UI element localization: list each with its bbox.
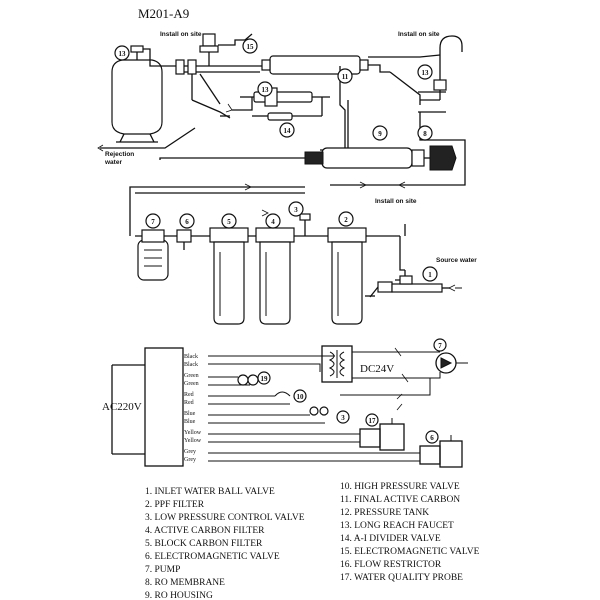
callout-7-wiring: 7	[438, 342, 442, 350]
ppf-filter-housing	[327, 227, 367, 325]
callout-2: 2	[344, 216, 348, 224]
callout-4: 4	[271, 218, 275, 226]
wire-grey-1: Grey	[184, 449, 196, 455]
legend-item-9: 9. RO HOUSING	[145, 591, 213, 600]
callout-5: 5	[227, 218, 231, 226]
legend-item-1: 1. INLET WATER BALL VALVE	[145, 487, 275, 497]
legend-item-14: 14. A-I DIVIDER VALVE	[340, 534, 441, 544]
divider-valve-assembly	[220, 87, 330, 121]
pump	[137, 229, 169, 281]
wire-blue-2: Blue	[184, 419, 196, 425]
dc-voltage-label: DC24V	[360, 363, 394, 375]
callout-6: 6	[185, 218, 189, 226]
legend-item-2: 2. PPF FILTER	[145, 500, 205, 510]
callout-13-divider: 13	[262, 86, 270, 94]
legend-item-17: 17. WATER QUALITY PROBE	[340, 573, 463, 583]
wire-grey-2: Grey	[184, 457, 196, 463]
note-install-on-site-top: Install on site	[160, 31, 202, 38]
callout-18: 17	[369, 417, 377, 425]
note-install-on-site-mid: Install on site	[375, 198, 417, 205]
callout-8: 8	[423, 130, 427, 138]
wire-yellow-1: Yellow	[184, 430, 202, 436]
inlet-water-ball-valve	[365, 270, 450, 298]
note-rejection-water: Rejection water	[104, 151, 136, 166]
filter-row	[135, 209, 462, 325]
parts-legend: 1. INLET WATER BALL VALVE 2. PPF FILTER …	[145, 482, 480, 600]
callout-14: 14	[284, 127, 292, 135]
legend-item-6: 6. ELECTROMAGNETIC VALVE	[145, 552, 280, 562]
wire-green-2: Green	[184, 381, 199, 387]
callout-6-wiring: 6	[430, 434, 434, 442]
long-reach-faucet	[418, 35, 463, 113]
legend-item-16: 16. FLOW RESTRICTOR	[340, 560, 442, 570]
wire-black-2: Black	[184, 362, 198, 368]
legend-item-13: 13. LONG REACH FAUCET	[340, 521, 454, 531]
callout-13: 13	[422, 69, 430, 77]
note-source-water: Source water	[436, 257, 477, 264]
callout-14-tank: 13	[119, 50, 127, 58]
wire-red-2: Red	[184, 400, 194, 406]
legend-item-12: 12. PRESSURE TANK	[340, 508, 429, 518]
note-install-on-site-faucet: Install on site	[398, 31, 440, 38]
diagram-title: M201-A9	[138, 6, 189, 21]
rejection-line-2: water	[104, 159, 122, 166]
block-carbon-filter-housing	[209, 227, 249, 325]
callout-1: 1	[428, 271, 432, 279]
legend-item-8: 8. RO MEMBRANE	[145, 578, 225, 588]
low-pressure-control-valve	[299, 213, 311, 236]
wire-yellow-2: Yellow	[184, 438, 202, 444]
final-active-carbon-filter	[261, 55, 369, 75]
pressure-tank	[111, 45, 163, 143]
wire-black-1: Black	[184, 354, 198, 360]
legend-item-15: 15. ELECTROMAGNETIC VALVE	[340, 547, 480, 557]
legend-item-11: 11. FINAL ACTIVE CARBON	[340, 495, 460, 505]
ro-housing	[304, 145, 457, 171]
legend-item-4: 4. ACTIVE CARBON FILTER	[145, 526, 265, 536]
legend-item-3: 3. LOW PRESSURE CONTROL VALVE	[145, 513, 305, 523]
callout-3: 3	[294, 206, 298, 214]
ac-power-label: AC220V	[102, 401, 142, 413]
callout-11: 11	[342, 73, 349, 81]
active-carbon-filter-housing	[255, 227, 295, 325]
callout-10: 10	[297, 393, 305, 401]
wire-blue-1: Blue	[184, 411, 196, 417]
legend-item-5: 5. BLOCK CARBON FILTER	[145, 539, 263, 549]
wiring-panel: AC220V Black Black Green Green Red Red B…	[102, 338, 468, 468]
callout-19-wiring: 19	[261, 375, 269, 383]
callout-7: 7	[151, 218, 155, 226]
wire-red-1: Red	[184, 392, 194, 398]
rejection-line-1: Rejection	[105, 151, 134, 158]
electromagnetic-valve-top	[199, 33, 253, 66]
callout-9: 9	[378, 130, 382, 138]
legend-item-10: 10. HIGH PRESSURE VALVE	[340, 482, 460, 492]
legend-item-7: 7. PUMP	[145, 565, 180, 575]
wire-green-1: Green	[184, 373, 199, 379]
callout-3-wiring: 3	[341, 414, 345, 422]
electromagnetic-valve	[176, 229, 192, 250]
callout-15: 15	[247, 43, 255, 51]
callout-markers: 13 15 11 13 13 14 9 8 7 6 5 4 3 2 1	[114, 38, 438, 282]
